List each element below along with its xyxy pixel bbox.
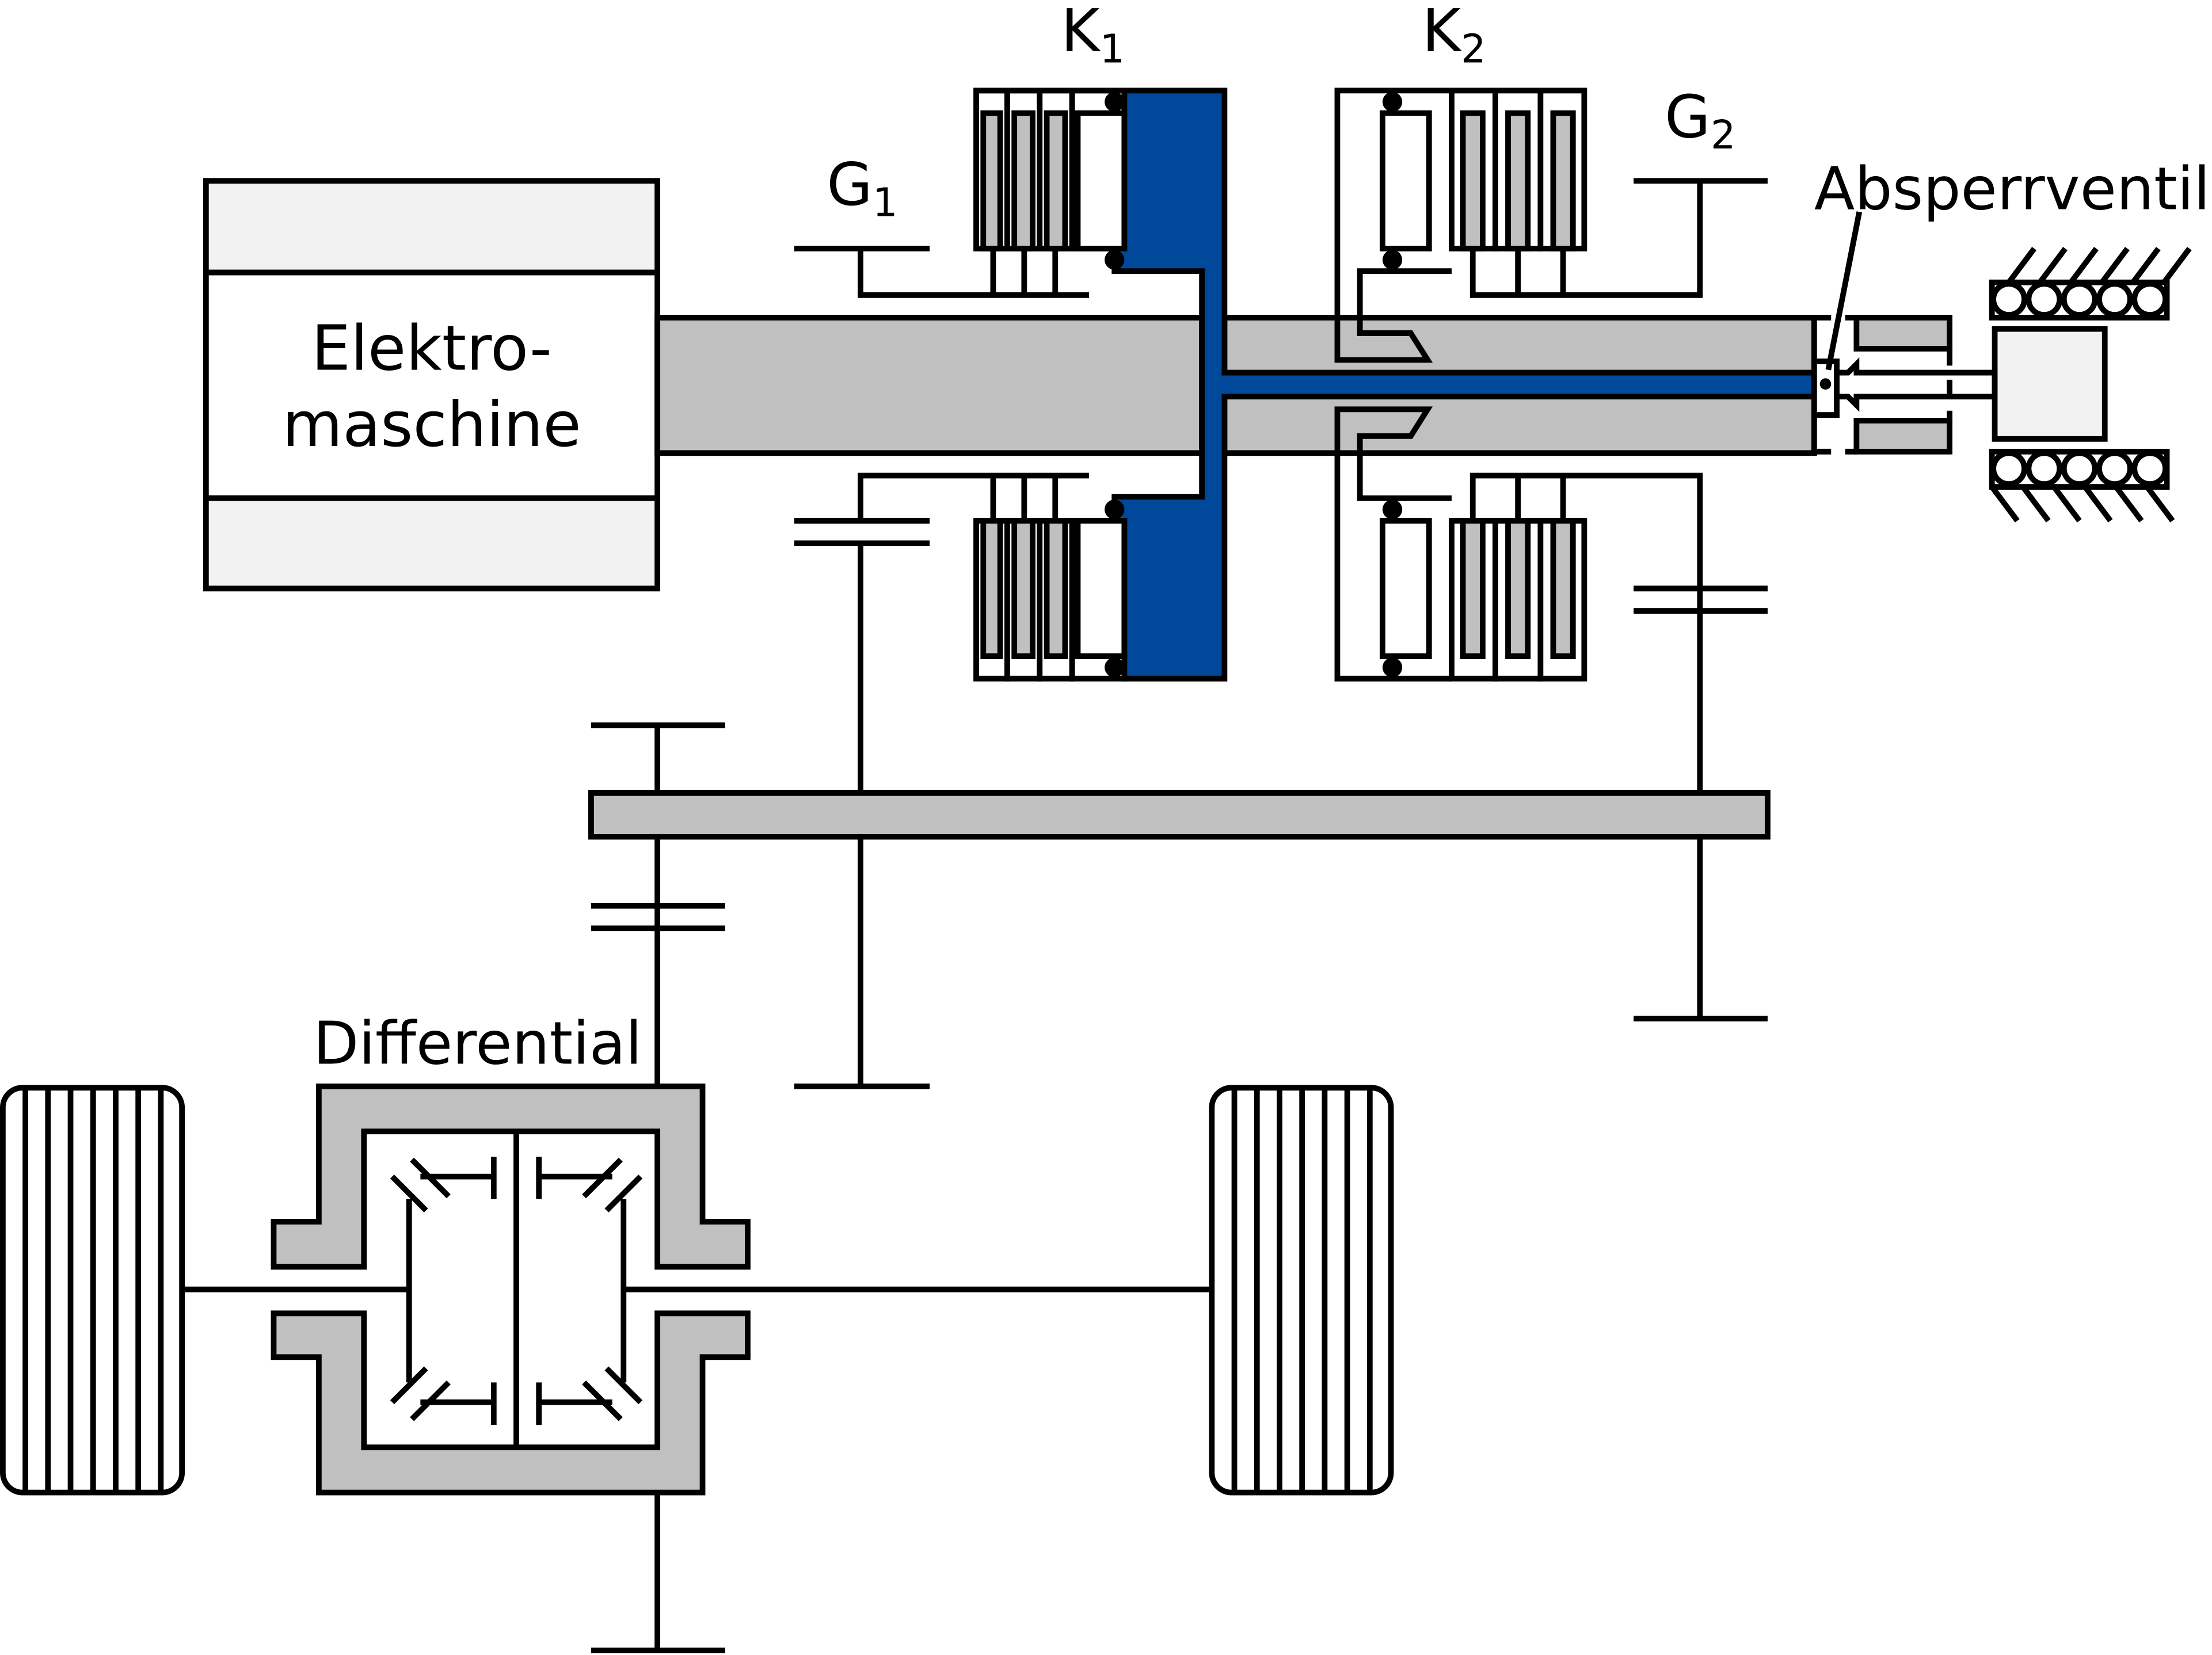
clutch-k1-subscript: 1 [1100, 26, 1125, 72]
wheel-right [1209, 1085, 1394, 1496]
gear-g2-label: G2 [1665, 82, 1735, 158]
motor-label-line2: maschine [282, 389, 581, 461]
clutch-k1-label: K1 [1061, 0, 1125, 72]
clutch-k2-subscript: 2 [1461, 26, 1486, 72]
electric-machine: Elektro- maschine [203, 178, 661, 592]
motor-label-line1: Elektro- [311, 313, 552, 385]
gear-stage-g2 [1634, 178, 1768, 1021]
clutch-k1 [858, 87, 1128, 682]
clutch-k2-label: K2 [1422, 0, 1486, 72]
input-shaft [654, 315, 1953, 456]
countershaft [588, 722, 1771, 1086]
clutch-k2 [1334, 87, 1703, 793]
return-spring [1989, 246, 2192, 523]
gear-g1-subscript: 1 [873, 180, 898, 226]
gear-g2-subscript: 2 [1711, 112, 1736, 158]
wheel-left [0, 1085, 185, 1496]
differential [182, 1083, 1212, 1653]
shutoff-valve [1811, 211, 2108, 442]
valve-label: Absperrventil [1814, 154, 2210, 223]
gear-stage-g1 [794, 246, 930, 1089]
gear-g1-label: G1 [827, 150, 897, 226]
differential-label: Differential [313, 1009, 642, 1078]
